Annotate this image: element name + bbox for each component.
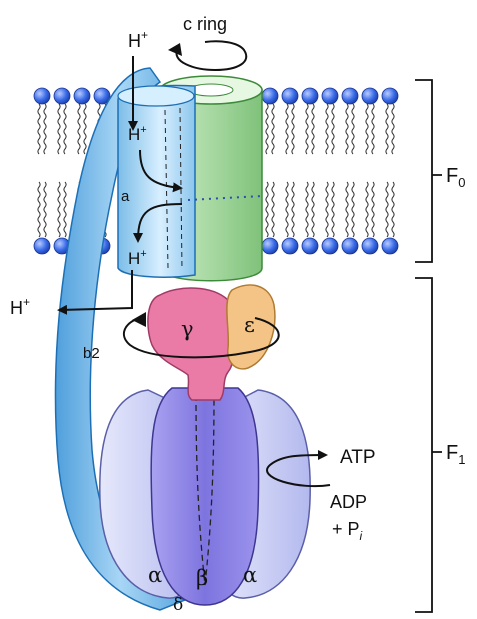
lipid-head (342, 88, 358, 104)
lipid-tail (312, 182, 314, 237)
lipid-tail (386, 104, 388, 154)
lipid-tail (84, 104, 86, 154)
lipid-tail (326, 104, 328, 154)
f0-label: F0 (446, 165, 465, 190)
c-ring-label: c ring (183, 14, 227, 34)
central-stalk (148, 285, 275, 400)
lipid-tail (272, 182, 274, 237)
lipid-tail (286, 104, 288, 154)
lipid-tail (286, 182, 288, 237)
alpha-label-left: α (148, 563, 162, 587)
lipid-tail (372, 104, 374, 154)
lipid-tail (272, 104, 274, 154)
lipid-head (382, 238, 398, 254)
alpha-label-right: α (243, 563, 257, 587)
b2-subunit-label: b2 (83, 345, 100, 362)
lipid-head (302, 238, 318, 254)
lipid-tail (306, 182, 308, 237)
f1-bracket (415, 278, 442, 612)
lipid-tail (332, 182, 334, 237)
lipid-tail (78, 104, 80, 154)
gamma-subunit (148, 288, 235, 400)
lipid-tail (392, 104, 394, 154)
lipid-head (342, 238, 358, 254)
proton-label-exit: H+ (10, 295, 30, 318)
lipid-tail (64, 182, 66, 237)
lipid-head (322, 238, 338, 254)
delta-label: δ (173, 595, 183, 615)
lipid-tail (326, 182, 328, 237)
lipid-tail (58, 104, 60, 154)
lipid-tail (352, 182, 354, 237)
lipid-tail (332, 104, 334, 154)
lipid-tail (266, 182, 268, 237)
lipid-tail (386, 182, 388, 237)
lipid-tail (346, 182, 348, 237)
lipid-head (54, 88, 70, 104)
lipid-head (74, 88, 90, 104)
lipid-tail (292, 182, 294, 237)
lipid-tail (312, 104, 314, 154)
lipid-head (262, 88, 278, 104)
lipid-head (322, 88, 338, 104)
lipid-tail (306, 104, 308, 154)
lipid-head (282, 88, 298, 104)
phosphate-label: + Pi (332, 519, 363, 543)
proton-label-top: H+ (128, 28, 148, 51)
lipid-tail (392, 182, 394, 237)
lipid-tail (266, 104, 268, 154)
lipid-head (34, 88, 50, 104)
lipid-tail (58, 182, 60, 237)
lipid-tail (292, 104, 294, 154)
lipid-tail (366, 104, 368, 154)
lipid-tail (372, 182, 374, 237)
lipid-head (362, 88, 378, 104)
beta-label: β (196, 566, 208, 590)
lipid-tail (38, 104, 40, 154)
lipid-tail (352, 104, 354, 154)
lipid-tail (366, 182, 368, 237)
lipid-tail (44, 104, 46, 154)
lipid-head (382, 88, 398, 104)
f0-bracket (415, 80, 442, 262)
adp-label: ADP (330, 492, 367, 512)
f1-label: F1 (446, 442, 465, 467)
lipid-head (282, 238, 298, 254)
lipid-head (302, 88, 318, 104)
a-subunit-label: a (121, 188, 130, 205)
lipid-tail (64, 104, 66, 154)
lipid-tail (44, 182, 46, 237)
lipid-tail (346, 104, 348, 154)
c-ring-rotation-arrow (168, 41, 246, 70)
gamma-label: γ (181, 317, 194, 341)
epsilon-label: ε (244, 313, 255, 337)
lipid-head (262, 238, 278, 254)
atp-label: ATP (340, 447, 376, 468)
lipid-head (362, 238, 378, 254)
lipid-head (34, 238, 50, 254)
lipid-tail (38, 182, 40, 237)
